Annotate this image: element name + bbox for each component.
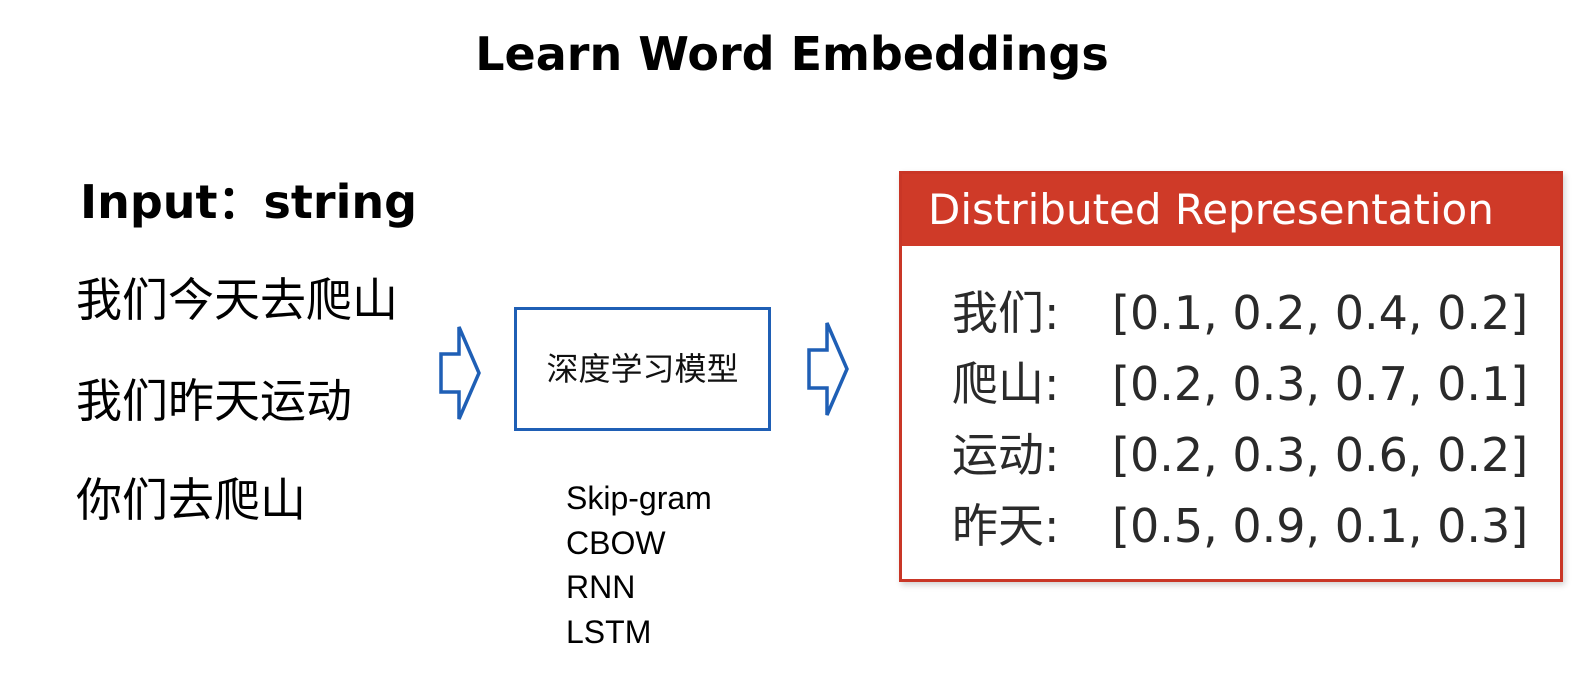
- panel-header: Distributed Representation: [902, 174, 1560, 246]
- input-sentence: 我们昨天运动: [76, 374, 352, 428]
- embedding-word: 昨天:: [952, 499, 1060, 553]
- embedding-vector: [0.2, 0.3, 0.6, 0.2]: [1112, 428, 1529, 482]
- right-hollow-arrow-icon: [807, 322, 849, 416]
- method-item: CBOW: [566, 524, 666, 561]
- page-title: Learn Word Embeddings: [475, 27, 1109, 81]
- model-box: 深度学习模型: [514, 307, 771, 431]
- embedding-row: 爬山: [0.2, 0.3, 0.7, 0.1]: [952, 349, 1528, 419]
- right-hollow-arrow-icon: [439, 326, 481, 420]
- embedding-row: 我们: [0.1, 0.2, 0.4, 0.2]: [952, 278, 1528, 348]
- embedding-row: 昨天: [0.5, 0.9, 0.1, 0.3]: [952, 491, 1528, 561]
- input-label: Input：string: [80, 175, 418, 229]
- embedding-word: 爬山:: [952, 357, 1060, 411]
- embedding-word: 运动:: [952, 428, 1060, 482]
- model-label: 深度学习模型: [546, 350, 739, 388]
- input-sentence: 我们今天去爬山: [76, 273, 398, 327]
- embedding-vector: [0.5, 0.9, 0.1, 0.3]: [1112, 499, 1529, 553]
- embedding-word: 我们:: [952, 286, 1060, 340]
- method-item: Skip-gram: [566, 480, 712, 516]
- method-item: LSTM: [566, 613, 652, 650]
- distributed-representation-panel: Distributed Representation 我们: [0.1, 0.2,…: [899, 171, 1563, 582]
- method-item: RNN: [566, 569, 636, 605]
- embedding-row: 运动: [0.2, 0.3, 0.6, 0.2]: [952, 420, 1528, 490]
- input-sentence: 你们去爬山: [76, 473, 306, 527]
- embedding-vector: [0.2, 0.3, 0.7, 0.1]: [1112, 357, 1529, 411]
- embedding-vector: [0.1, 0.2, 0.4, 0.2]: [1112, 286, 1529, 340]
- method-list: Skip-gram CBOW RNN LSTM: [566, 476, 712, 654]
